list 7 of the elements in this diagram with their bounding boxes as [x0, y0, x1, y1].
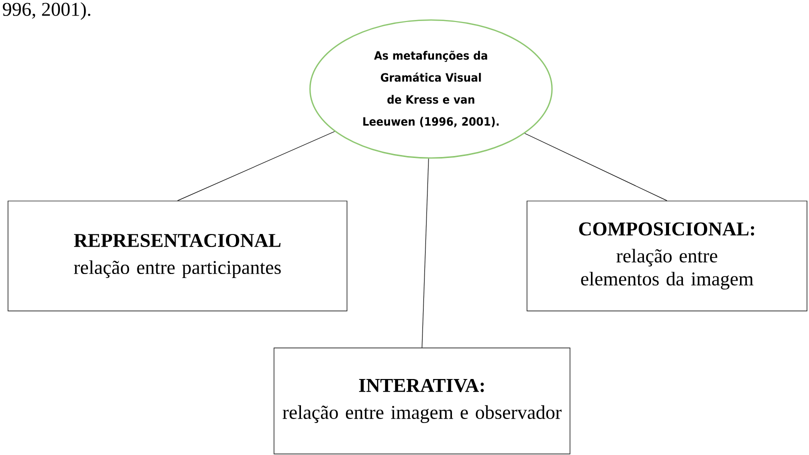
text-box: INTERATIVA: relação entre imagem e observador: [274, 348, 570, 454]
connector-line: [524, 133, 668, 201]
connector-line: [422, 158, 429, 348]
text-box: COMPOSICIONAL: relação entre elementos da imagem: [526, 200, 808, 312]
connector-line: [177, 131, 335, 201]
cut-text: 996, 2001).: [2, 2, 90, 20]
text-box: REPRESENTACIONAL relação entre participantes: [8, 200, 348, 312]
